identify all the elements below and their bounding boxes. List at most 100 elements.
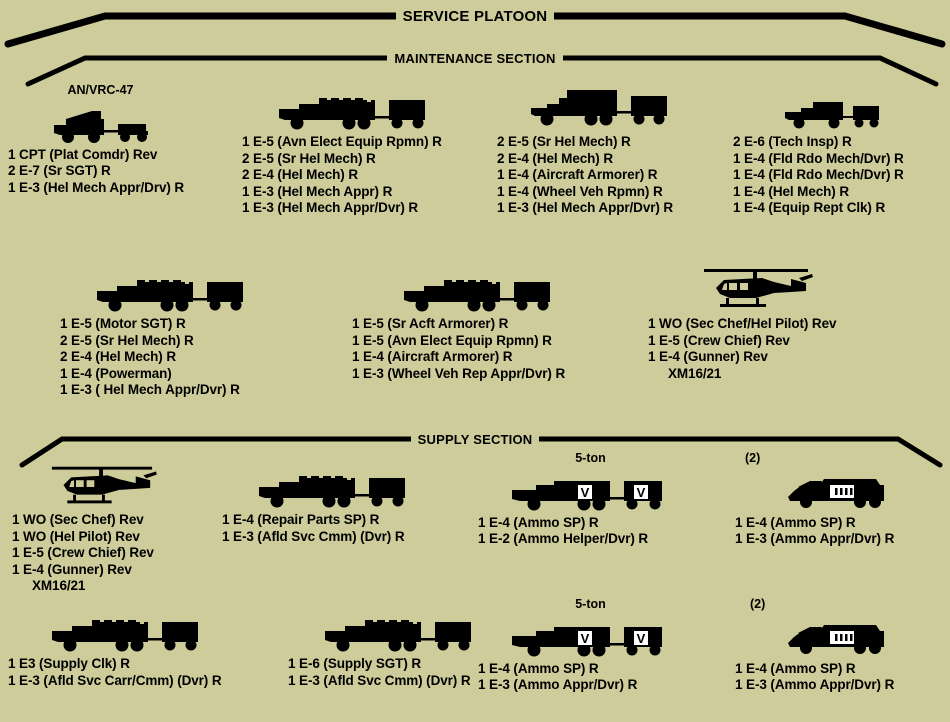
roster-list: 1 E-4 (Ammo SP) R 1 E-3 (Ammo Appr/Dvr) …: [478, 661, 703, 694]
bracket-supply-section: SUPPLY SECTION: [0, 423, 950, 469]
icon-wrap: [242, 86, 457, 134]
roster-list: 2 E-5 (Sr Hel Mech) R 2 E-4 (Hel Mech) R…: [497, 134, 702, 217]
roster-item: 1 WO (Hel Pilot) Rev: [12, 528, 140, 544]
icon-wrap: V V: [478, 613, 703, 661]
roster-item: 1 E-6 (Supply SGT) R: [288, 656, 422, 671]
roster-item: 1 WO (Sec Chef/Hel Pilot) Rev: [648, 316, 837, 331]
roster-item: 2 E-5 (Sr Hel Mech) R: [242, 150, 376, 166]
roster-item: 2 E-6 (Tech Insp) R: [733, 134, 852, 149]
unit-maintenance-r1-c4: 2 E-6 (Tech Insp) R 1 E-4 (Fld Rdo Mech/…: [733, 84, 945, 217]
roster-item: 1 E-5 (Avn Elect Equip Rpmn) R: [352, 332, 552, 348]
roster-list: 1 E-4 (Repair Parts SP) R 1 E-3 (Afld Sv…: [222, 512, 437, 545]
armored-carrier-icon: [788, 624, 884, 654]
icon-wrap: [8, 608, 238, 656]
unit-caption-quantity: (2): [750, 597, 766, 611]
icon-wrap: V V: [478, 467, 703, 515]
roster-item: 1 E-3 ( Hel Mech Appr/Dvr) R: [60, 382, 240, 397]
roster-item: 1 E-4 (Powerman): [60, 365, 172, 381]
unit-maintenance-r1-c2: 1 E-5 (Avn Elect Equip Rpmn) R 2 E-5 (Sr…: [242, 84, 457, 217]
roster-item: 1 E-4 (Ammo SP) R: [478, 660, 599, 676]
maintenance-section-title: MAINTENANCE SECTION: [387, 50, 563, 68]
roster-item: 1 E-3 (Afld Svc Cmm) (Dvr) R: [222, 528, 405, 544]
bracket-maintenance-section: MAINTENANCE SECTION: [0, 42, 950, 88]
roster-item: 1 E-5 (Motor SGT) R: [60, 316, 186, 331]
bracket-label-wrap: SERVICE PLATOON: [0, 7, 950, 27]
roster-list: 1 WO (Sec Chef) Rev 1 WO (Hel Pilot) Rev…: [12, 512, 192, 595]
roster-item: 1 E-4 (Wheel Veh Rpmn) R: [497, 183, 663, 199]
svg-text:V: V: [636, 485, 645, 500]
unit-supply-r1-c2: 1 E-4 (Repair Parts SP) R 1 E-3 (Afld Sv…: [222, 458, 437, 545]
roster-list: 1 E-4 (Ammo SP) R 1 E-3 (Ammo Appr/Dvr) …: [735, 515, 950, 548]
roster-item: 1 E-4 (Ammo SP) R: [478, 514, 599, 530]
icon-wrap: [60, 268, 275, 316]
ammo-placard-trailer: [633, 630, 648, 645]
svg-text:V: V: [636, 631, 645, 646]
roster-list: 2 E-6 (Tech Insp) R 1 E-4 (Fld Rdo Mech/…: [733, 134, 945, 217]
roster-item: 1 E-3 (Hel Mech Appr) R: [242, 183, 393, 199]
roster-item: 1 E-3 (Hel Mech Appr/Dvr) R: [242, 200, 419, 215]
unit-maintenance-r2-c1: 1 E-5 (Motor SGT) R 2 E-5 (Sr Hel Mech) …: [60, 268, 275, 399]
roster-item: 1 E-4 (Aircraft Armorer) R: [352, 349, 513, 364]
unit-maintenance-r2-c2: 1 E-5 (Sr Acft Armorer) R 1 E-5 (Avn Ele…: [352, 268, 597, 382]
ammo-truck-with-trailer-icon: V V: [511, 480, 662, 510]
roster-item: XM16/21: [32, 578, 86, 593]
icon-wrap: [735, 467, 945, 515]
icon-wrap: [733, 86, 945, 134]
roster-item: 1 E-4 (Repair Parts SP) R: [222, 512, 380, 527]
icon-wrap: [352, 268, 597, 316]
icon-wrap: [288, 608, 503, 656]
roster-item: 2 E-5 (Sr Hel Mech) R: [60, 332, 194, 348]
unit-supply-r2-c1: 1 E3 (Supply Clk) R 1 E-3 (Afld Svc Carr…: [8, 608, 238, 689]
icon-wrap: [497, 86, 702, 134]
ammo-placard-truck: [577, 484, 592, 499]
bracket-label-wrap: MAINTENANCE SECTION: [0, 50, 950, 68]
icon-wrap: [222, 460, 437, 512]
roster-item: 1 E-3 (Hel Mech Appr/Dvr) R: [497, 200, 674, 215]
jeep-with-trailer-icon: [53, 110, 148, 143]
cargo-truck-with-trailer-icon: [403, 280, 550, 312]
roster-item: 1 E-4 (Gunner) Rev: [648, 349, 768, 364]
roster-item: 1 E-3 (Afld Svc Carr/Cmm) (Dvr) R: [8, 672, 222, 688]
unit-supply-r2-c3: 5-ton V V 1 E-4 (Ammo SP) R 1 E-3 (Ammo …: [478, 598, 703, 694]
unit-maintenance-r2-c3: 1 WO (Sec Chef/Hel Pilot) Rev 1 E-5 (Cre…: [648, 262, 863, 382]
roster-list: 1 E-4 (Ammo SP) R 1 E-3 (Ammo Appr/Dvr) …: [735, 661, 950, 694]
bracket-service-platoon: SERVICE PLATOON: [0, 2, 950, 48]
roster-list: 1 E-5 (Avn Elect Equip Rpmn) R 2 E-5 (Sr…: [242, 134, 457, 217]
roster-item: 1 E-3 (Wheel Veh Rep Appr/Dvr) R: [352, 365, 566, 381]
roster-list: 1 E-5 (Sr Acft Armorer) R 1 E-5 (Avn Ele…: [352, 316, 597, 382]
cargo-truck-with-trailer-icon: [278, 98, 425, 130]
icon-wrap: [8, 99, 193, 147]
roster-item: 1 E3 (Supply Clk) R: [8, 656, 130, 671]
cargo-truck-with-trailer-icon: [324, 620, 471, 652]
roster-item: 2 E-4 (Hel Mech) R: [242, 167, 358, 182]
unit-supply-r2-c2: 1 E-6 (Supply SGT) R 1 E-3 (Afld Svc Cmm…: [288, 608, 503, 689]
roster-item: 1 CPT (Plat Comdr) Rev: [8, 146, 158, 162]
roster-list: 1 CPT (Plat Comdr) Rev 2 E-7 (Sr SGT) R …: [8, 147, 193, 197]
supply-section-title: SUPPLY SECTION: [410, 431, 540, 449]
unit-caption-5ton: 5-ton: [575, 451, 606, 465]
ammo-truck-with-trailer-icon: V V: [511, 626, 662, 656]
cargo-truck-with-trailer-icon: [52, 620, 198, 652]
van-shop-truck-with-trailer-icon: [530, 90, 667, 126]
roster-item: 2 E-5 (Sr Hel Mech) R: [497, 134, 631, 149]
roster-item: 1 E-3 (Hel Mech Appr/Drv) R: [8, 179, 185, 195]
unit-caption-5ton: 5-ton: [575, 597, 606, 611]
unit-supply-r1-c4: (2) 1 E-4 (Ammo SP) R 1 E-3 (Ammo Appr/D…: [735, 452, 950, 548]
unit-caption-quantity: (2): [745, 451, 761, 465]
roster-item: XM16/21: [668, 365, 722, 381]
roster-list: 1 E3 (Supply Clk) R 1 E-3 (Afld Svc Carr…: [8, 656, 238, 689]
roster-item: 1 E-3 (Ammo Appr/Dvr) R: [735, 531, 895, 546]
helicopter-icon: [703, 269, 813, 307]
roster-list: 1 E-4 (Ammo SP) R 1 E-2 (Ammo Helper/Dvr…: [478, 515, 703, 548]
cargo-truck-with-trailer-icon: [258, 476, 405, 508]
roster-item: 1 E-3 (Afld Svc Cmm) (Dvr) R: [288, 672, 471, 688]
helicopter-icon: [51, 466, 157, 504]
roster-item: 2 E-7 (Sr SGT) R: [8, 163, 111, 178]
roster-item: 1 E-4 (Ammo SP) R: [735, 660, 856, 676]
roster-list: 1 E-6 (Supply SGT) R 1 E-3 (Afld Svc Cmm…: [288, 656, 503, 689]
roster-item: 1 E-5 (Crew Chief) Rev: [648, 332, 790, 348]
ammo-placard-trailer: [633, 484, 648, 499]
roster-item: 1 E-5 (Avn Elect Equip Rpmn) R: [242, 134, 442, 149]
roster-list: 1 E-5 (Motor SGT) R 2 E-5 (Sr Hel Mech) …: [60, 316, 275, 399]
